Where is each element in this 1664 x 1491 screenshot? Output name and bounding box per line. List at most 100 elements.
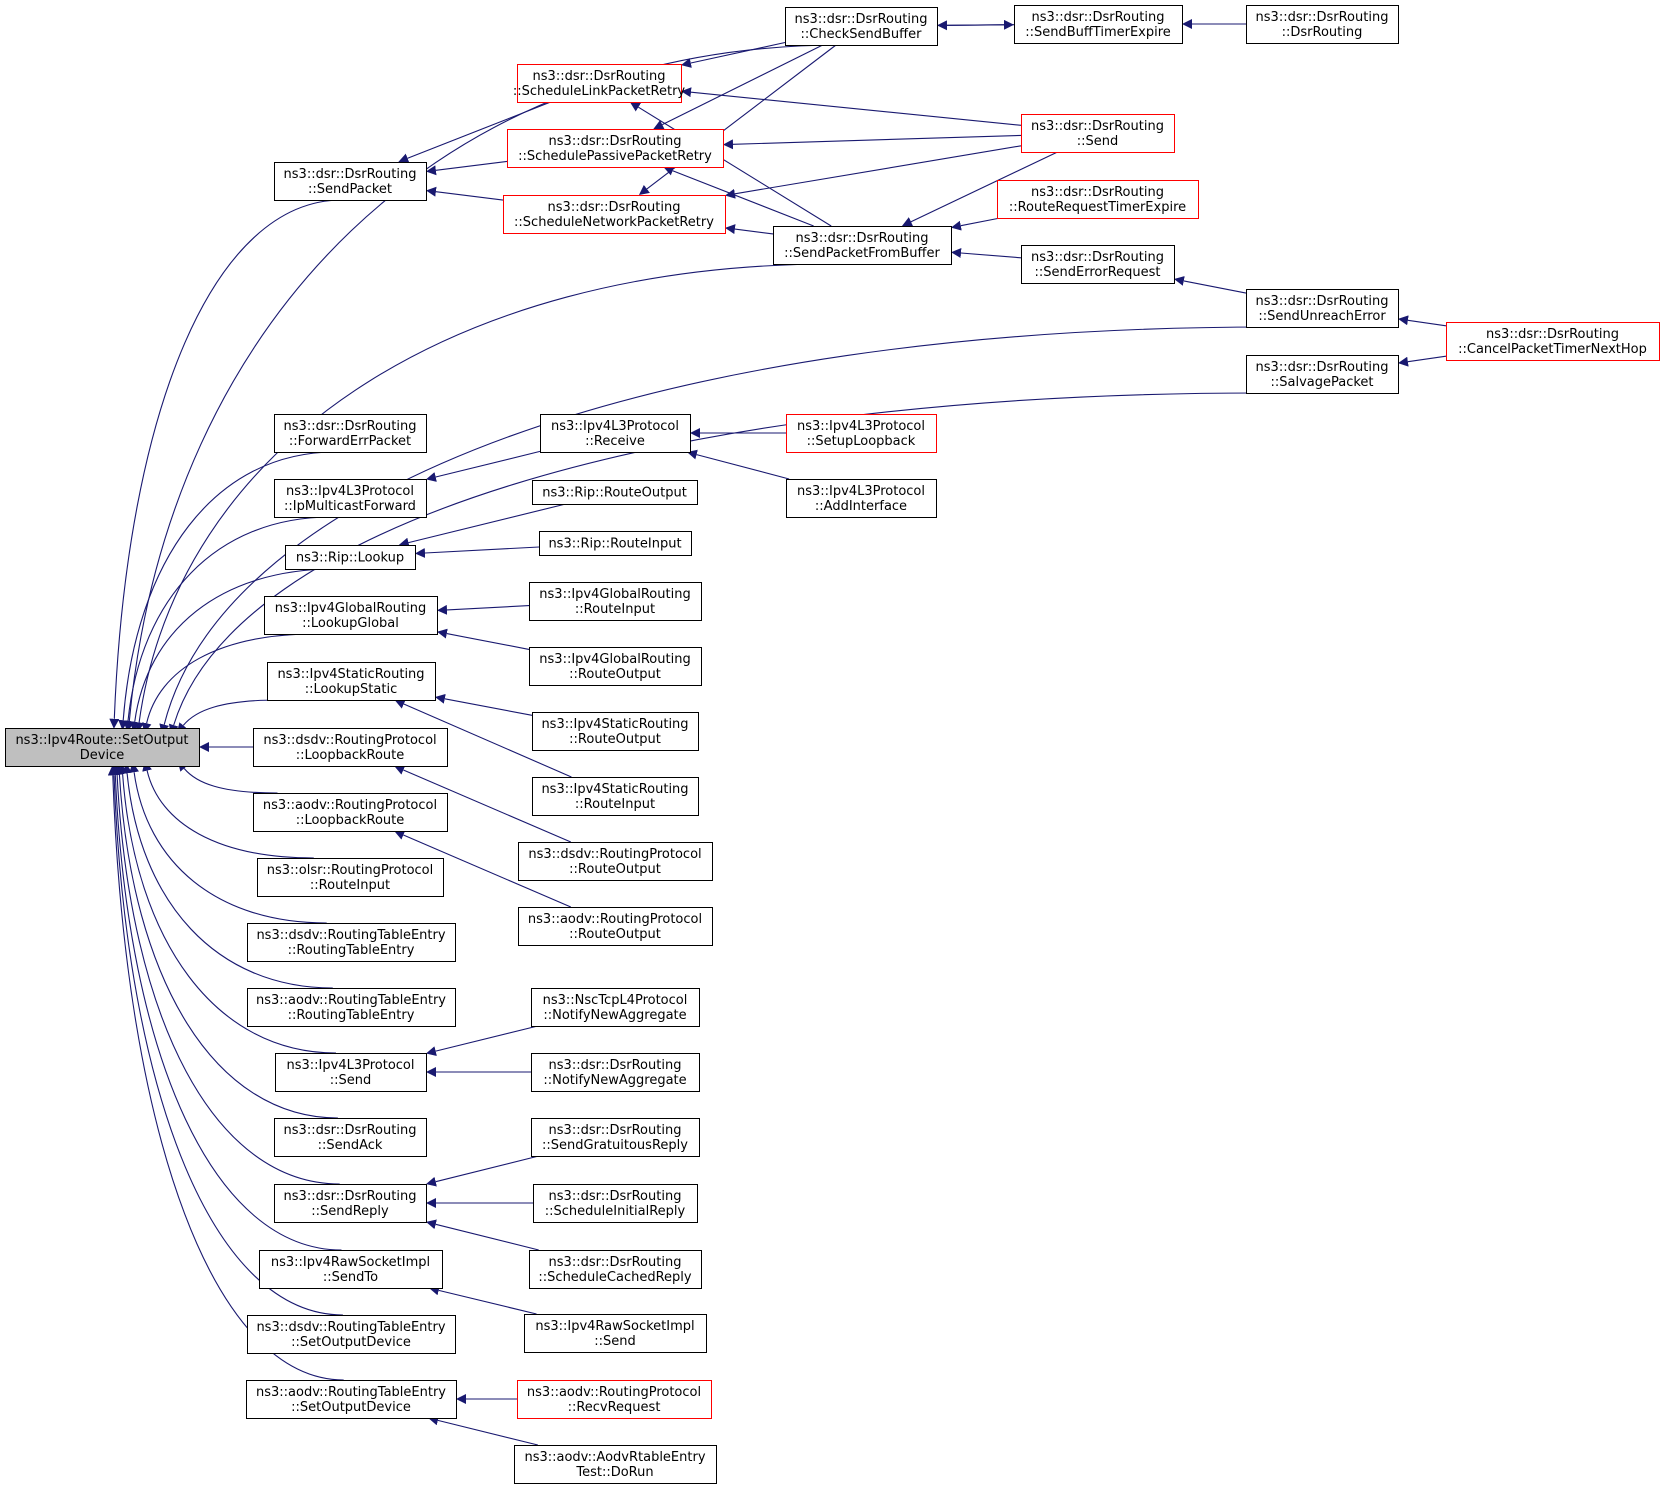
edge-checksend-to-schedlink <box>681 41 786 68</box>
node-label: ns3::Ipv4L3Protocol <box>286 484 414 499</box>
edge-aodvrte-to-root <box>122 763 333 989</box>
node-sendbuff[interactable]: ns3::dsr::DsrRouting::SendBuffTimerExpir… <box>1014 5 1183 44</box>
node-initreply[interactable]: ns3::dsr::DsrRouting::ScheduleInitialRep… <box>533 1184 698 1223</box>
edge-cancel-to-salvage <box>1398 355 1447 367</box>
edges-layer <box>107 19 1447 1446</box>
node-statlookup[interactable]: ns3::Ipv4StaticRouting::LookupStatic <box>267 662 436 701</box>
node-label: ::CancelPacketTimerNextHop <box>1458 342 1647 357</box>
node-label: ns3::aodv::RoutingProtocol <box>527 1385 701 1400</box>
node-label: ::ScheduleInitialReply <box>545 1204 686 1219</box>
edge-rawsendto-to-root <box>110 765 342 1251</box>
node-box <box>518 907 713 946</box>
node-recvreq[interactable]: ns3::aodv::RoutingProtocol::RecvRequest <box>517 1380 712 1419</box>
node-addif[interactable]: ns3::Ipv4L3Protocol::AddInterface <box>786 479 937 518</box>
node-schedpassive[interactable]: ns3::dsr::DsrRouting::SchedulePassivePac… <box>507 129 724 168</box>
node-globin[interactable]: ns3::Ipv4GlobalRouting::RouteInput <box>529 582 702 621</box>
node-box <box>247 988 456 1027</box>
node-aodvsetout[interactable]: ns3::aodv::RoutingTableEntry::SetOutputD… <box>246 1380 457 1419</box>
node-box <box>1021 114 1175 153</box>
node-ripin[interactable]: ns3::Rip::RouteInput <box>539 531 692 556</box>
node-statin[interactable]: ns3::Ipv4StaticRouting::RouteInput <box>532 777 699 816</box>
edge-sendfrombuf-to-schedpassive <box>663 166 814 227</box>
node-salvage[interactable]: ns3::dsr::DsrRouting::SalvagePacket <box>1246 355 1399 394</box>
node-root[interactable]: ns3::Ipv4Route::SetOutputDevice <box>5 728 200 767</box>
edge-nscnotify-to-ipv4send <box>425 1025 538 1056</box>
edge-routereq-to-sendfrombuf <box>950 217 1001 231</box>
node-nscnotify[interactable]: ns3::NscTcpL4Protocol::NotifyNewAggregat… <box>531 988 700 1027</box>
node-box <box>1246 289 1399 328</box>
node-sendreply[interactable]: ns3::dsr::DsrRouting::SendReply <box>274 1184 427 1223</box>
node-receive[interactable]: ns3::Ipv4L3Protocol::Receive <box>540 414 691 453</box>
node-dsdvloop[interactable]: ns3::dsdv::RoutingProtocol::LoopbackRout… <box>253 728 448 767</box>
node-label: ns3::dsr::DsrRouting <box>549 1058 682 1073</box>
node-globlookup[interactable]: ns3::Ipv4GlobalRouting::LookupGlobal <box>264 596 438 635</box>
node-label: ns3::Ipv4StaticRouting <box>541 717 688 732</box>
node-dsrrouting[interactable]: ns3::dsr::DsrRouting::DsrRouting <box>1246 5 1399 44</box>
node-label: ns3::dsdv::RoutingTableEntry <box>256 1320 445 1335</box>
node-cancel[interactable]: ns3::dsr::DsrRouting::CancelPacketTimerN… <box>1446 322 1660 361</box>
node-label: ::SetOutputDevice <box>291 1335 411 1350</box>
node-checksend[interactable]: ns3::dsr::DsrRouting::CheckSendBuffer <box>785 7 938 46</box>
node-label: ::RecvRequest <box>568 1400 661 1415</box>
node-riplookup[interactable]: ns3::Rip::Lookup <box>285 545 416 570</box>
edge-sendfrombuf-to-schednet <box>724 224 774 235</box>
node-gratuitous[interactable]: ns3::dsr::DsrRouting::SendGratuitousRepl… <box>531 1118 700 1157</box>
node-schednet[interactable]: ns3::dsr::DsrRouting::ScheduleNetworkPac… <box>503 195 726 234</box>
edge-schedpassive-to-sendpacket <box>425 160 508 176</box>
edge-fwderr-to-root <box>118 451 336 731</box>
node-label: ::LookupGlobal <box>302 616 399 631</box>
node-rawsend[interactable]: ns3::Ipv4RawSocketImpl::Send <box>524 1314 707 1353</box>
node-label: ns3::dsr::DsrRouting <box>795 12 928 27</box>
node-dsrnotify[interactable]: ns3::dsr::DsrRouting::NotifyNewAggregate <box>531 1053 700 1092</box>
node-label: ::DsrRouting <box>1282 25 1363 40</box>
node-aodvout[interactable]: ns3::aodv::RoutingProtocol::RouteOutput <box>518 907 713 946</box>
node-aodvloop[interactable]: ns3::aodv::RoutingProtocol::LoopbackRout… <box>253 793 448 832</box>
node-label: ns3::Ipv4GlobalRouting <box>539 587 690 602</box>
node-ipv4send[interactable]: ns3::Ipv4L3Protocol::Send <box>275 1053 427 1092</box>
node-label: ns3::dsr::DsrRouting <box>1486 327 1619 342</box>
node-sendfrombuf[interactable]: ns3::dsr::DsrRouting::SendPacketFromBuff… <box>773 226 952 265</box>
node-label: ns3::dsr::DsrRouting <box>1256 10 1389 25</box>
node-cachedreply[interactable]: ns3::dsr::DsrRouting::ScheduleCachedRepl… <box>529 1250 702 1289</box>
edge-sendunreach-to-root <box>159 326 1270 735</box>
node-routereq[interactable]: ns3::dsr::DsrRouting::RouteRequestTimerE… <box>997 180 1199 219</box>
node-label: ns3::Ipv4StaticRouting <box>541 782 688 797</box>
node-ripout[interactable]: ns3::Rip::RouteOutput <box>532 480 698 505</box>
node-globout[interactable]: ns3::Ipv4GlobalRouting::RouteOutput <box>529 647 702 686</box>
node-sendack[interactable]: ns3::dsr::DsrRouting::SendAck <box>274 1118 427 1157</box>
node-ipmcast[interactable]: ns3::Ipv4L3Protocol::IpMulticastForward <box>274 479 427 518</box>
node-sendunreach[interactable]: ns3::dsr::DsrRouting::SendUnreachError <box>1246 289 1399 328</box>
node-box <box>532 712 699 751</box>
node-dsdvout[interactable]: ns3::dsdv::RoutingProtocol::RouteOutput <box>518 842 713 881</box>
node-setuploop[interactable]: ns3::Ipv4L3Protocol::SetupLoopback <box>786 414 937 453</box>
node-label: ns3::dsr::DsrRouting <box>549 1255 682 1270</box>
node-label: ns3::aodv::RoutingTableEntry <box>256 993 446 1008</box>
node-label: ns3::dsr::DsrRouting <box>1031 185 1164 200</box>
node-label: ns3::dsr::DsrRouting <box>284 1123 417 1138</box>
node-statout[interactable]: ns3::Ipv4StaticRouting::RouteOutput <box>532 712 699 751</box>
node-fwderr[interactable]: ns3::dsr::DsrRouting::ForwardErrPacket <box>274 414 427 453</box>
node-label: ns3::Rip::RouteOutput <box>542 486 687 501</box>
node-box <box>786 414 937 453</box>
node-rawsendto[interactable]: ns3::Ipv4RawSocketImpl::SendTo <box>259 1250 443 1289</box>
node-schedlink[interactable]: ns3::dsr::DsrRouting::ScheduleLinkPacket… <box>513 64 686 103</box>
node-dsdvrte[interactable]: ns3::dsdv::RoutingTableEntry::RoutingTab… <box>247 923 456 962</box>
node-sendpacket[interactable]: ns3::dsr::DsrRouting::SendPacket <box>274 162 427 201</box>
edge-schednet-to-sendpacket <box>425 186 504 201</box>
node-olsrin[interactable]: ns3::olsr::RoutingProtocol::RouteInput <box>257 858 444 897</box>
node-label: ::SendAck <box>318 1138 383 1153</box>
node-label: ::RouteOutput <box>569 732 661 747</box>
node-dsrsend[interactable]: ns3::dsr::DsrRouting::Send <box>1021 114 1175 153</box>
node-label: ::LookupStatic <box>305 682 397 697</box>
edge-dsrsend-to-schednet <box>725 145 1022 199</box>
node-box <box>247 1315 456 1354</box>
edge-gratuitous-to-sendreply <box>425 1155 539 1187</box>
node-dsdvsetout[interactable]: ns3::dsdv::RoutingTableEntry::SetOutputD… <box>247 1315 456 1354</box>
edge-sendreply-to-root <box>112 764 340 1185</box>
node-label: ::SendBuffTimerExpire <box>1025 25 1171 40</box>
node-label: ::ScheduleLinkPacketRetry <box>513 84 686 99</box>
node-senderrreq[interactable]: ns3::dsr::DsrRouting::SendErrorRequest <box>1021 245 1175 284</box>
node-aodvrte[interactable]: ns3::aodv::RoutingTableEntry::RoutingTab… <box>247 988 456 1027</box>
